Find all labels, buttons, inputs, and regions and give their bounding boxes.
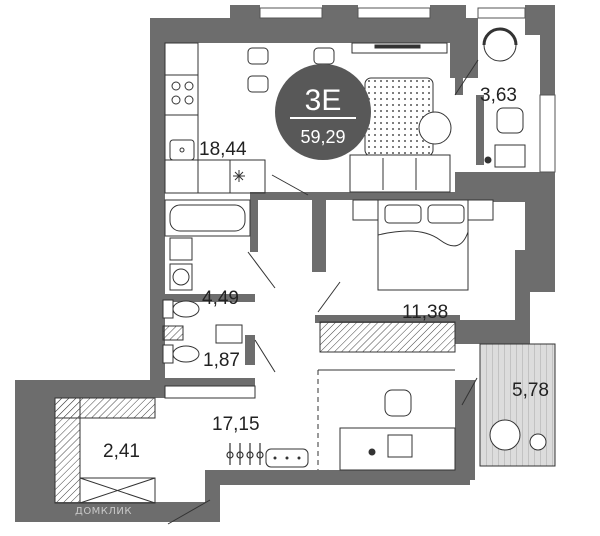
bath-sink — [169, 237, 193, 261]
hangers-icon — [226, 443, 264, 465]
coffee-table — [418, 111, 452, 145]
washing-machine — [169, 263, 193, 291]
sink-icon — [169, 139, 195, 161]
stove-icon — [171, 81, 194, 105]
watermark: ДОМКЛИК — [75, 506, 132, 517]
bed — [352, 199, 494, 291]
area-kitchen: 18,44 — [199, 139, 247, 160]
snowflake-icon — [233, 170, 245, 182]
area-balcony: 5,78 — [512, 380, 549, 401]
storage-racks — [54, 397, 156, 504]
windows — [259, 7, 556, 173]
area-storage: 2,41 — [103, 441, 140, 462]
apartment-type: 3Е — [305, 84, 342, 117]
total-area: 59,29 — [300, 127, 345, 147]
toilet-1 — [162, 299, 200, 319]
office-desk — [339, 389, 456, 471]
walls — [15, 5, 555, 522]
apartment-badge: 3Е 59,29 — [275, 64, 371, 160]
area-wardrobe-top: 3,63 — [480, 85, 517, 106]
tv-stand — [351, 42, 448, 54]
desk-small — [484, 107, 526, 168]
hall-closet — [164, 385, 256, 399]
area-bathroom: 4,49 — [202, 288, 239, 309]
toilet-2 — [162, 324, 243, 364]
area-toilet: 1,87 — [203, 350, 240, 371]
area-bedroom: 11,38 — [402, 302, 448, 323]
wardrobe-bedroom — [319, 321, 456, 353]
bathtub — [164, 199, 251, 237]
area-hall: 17,15 — [212, 414, 260, 435]
balcony-chair — [489, 419, 547, 451]
sofa — [349, 154, 451, 193]
kitchen-set — [164, 42, 266, 194]
armchair-top — [482, 27, 518, 62]
